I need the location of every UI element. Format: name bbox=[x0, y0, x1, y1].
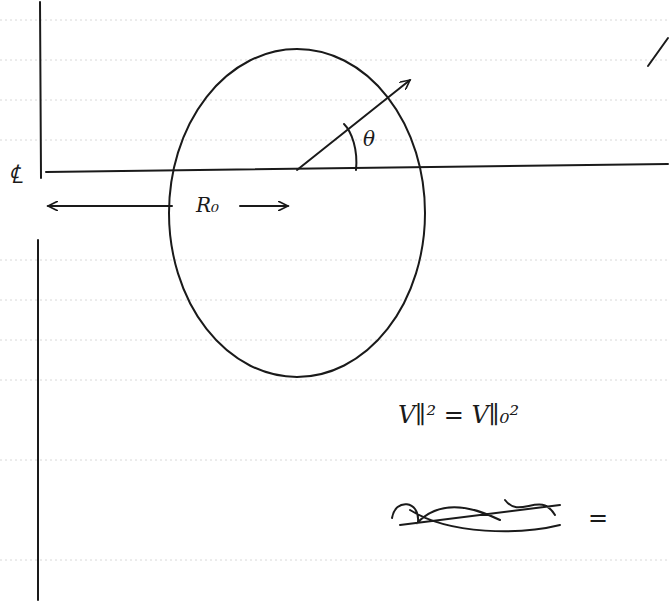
equals-sign: = bbox=[588, 505, 608, 531]
stray-stroke bbox=[648, 38, 668, 66]
radius-label: R₀ bbox=[196, 194, 219, 216]
radius-dimension bbox=[240, 205, 288, 207]
radius-dimension bbox=[48, 205, 172, 207]
radius-arrow bbox=[297, 80, 410, 170]
angle-label: θ bbox=[363, 128, 375, 150]
centerline-symbol: ℄ bbox=[8, 160, 23, 189]
angle-arc bbox=[344, 124, 356, 170]
axis-line bbox=[40, 2, 41, 178]
ruled-lines bbox=[0, 20, 670, 560]
flux-circle bbox=[169, 49, 425, 377]
equation: V∥² = V∥₀² bbox=[398, 402, 519, 428]
crossed-out-scribble bbox=[392, 500, 560, 531]
axis-line bbox=[37, 240, 39, 600]
